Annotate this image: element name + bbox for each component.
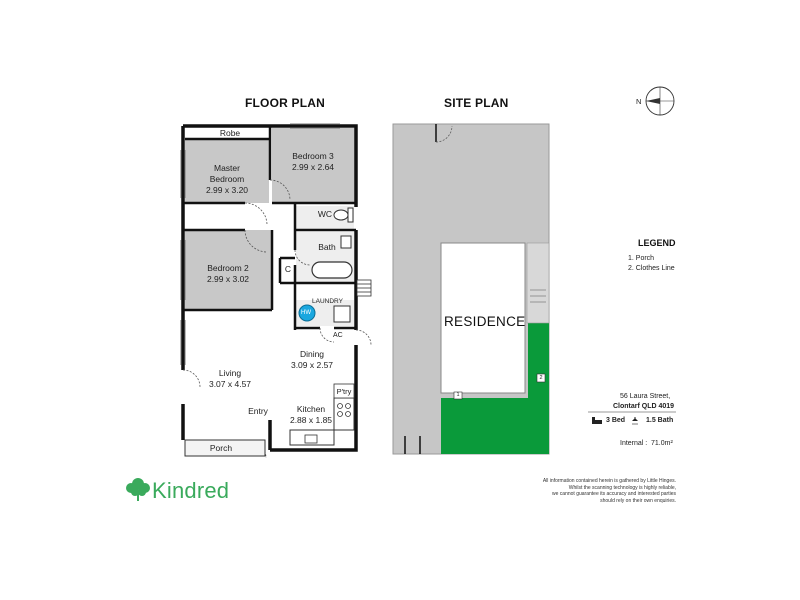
side-strip <box>526 242 550 324</box>
legend-item-1: 1. Porch <box>628 255 655 262</box>
master-bedroom-name: Master <box>214 163 240 173</box>
pantry-label: P'try <box>336 387 352 396</box>
laundry-label: LAUNDRY <box>312 298 343 305</box>
residence-label: RESIDENCE <box>444 314 526 329</box>
bath-count: 1.5 Bath <box>646 417 674 424</box>
disclaimer-line-3: we cannot guarantee its accuracy and int… <box>552 491 676 497</box>
disclaimer: All information contained herein is gath… <box>520 478 676 504</box>
legend-item-2: 2. Clothes Line <box>628 265 675 272</box>
cupboard-label: C <box>284 264 292 274</box>
wall-top-right <box>272 124 358 207</box>
shower-icon <box>632 417 638 425</box>
disclaimer-line-1: All information contained herein is gath… <box>542 478 676 484</box>
bed-count: 3 Bed <box>606 417 626 424</box>
bedroom-3-dims: 2.99 x 2.64 <box>291 162 335 172</box>
living-label: Living 3.07 x 4.57 <box>200 368 260 390</box>
ac-label: AC <box>333 332 343 339</box>
compass-icon <box>645 86 675 116</box>
wc-label: WC <box>317 209 333 219</box>
entry-label: Entry <box>248 406 268 416</box>
bedroom-3-label: Bedroom 3 2.99 x 2.64 <box>280 151 346 173</box>
wall-right-lower <box>270 345 358 452</box>
internal-area-value: 71.0m² <box>651 440 673 447</box>
bedroom-2-name: Bedroom 2 <box>207 263 249 273</box>
dining-dims: 3.09 x 2.57 <box>290 360 334 370</box>
living-name: Living <box>218 368 242 378</box>
address-line-2: Clontarf QLD 4019 <box>613 403 675 410</box>
floor-plan-heading: FLOOR PLAN <box>245 96 325 110</box>
master-bedroom-fill <box>185 139 269 203</box>
robe-label: Robe <box>219 128 241 138</box>
compass-north-label: N <box>636 97 642 106</box>
residence-footprint <box>440 242 526 394</box>
yard-grass <box>441 323 549 454</box>
marker-2-box <box>536 373 546 383</box>
dining-label: Dining 3.09 x 2.57 <box>284 349 340 371</box>
disclaimer-line-4: should rely on their own enquiries. <box>600 497 676 504</box>
bedroom-2-label: Bedroom 2 2.99 x 3.02 <box>195 263 261 285</box>
master-bedroom-name2: Bedroom <box>209 174 245 184</box>
legend-title: LEGEND <box>638 238 676 248</box>
porch-label: Porch <box>209 443 233 453</box>
master-bedroom-label: Master Bedroom 2.99 x 3.20 <box>195 163 259 196</box>
internal-area-label: Internal : <box>620 440 648 447</box>
marker-1-label: 1 <box>456 392 460 398</box>
address-line-1: 56 Laura Street, <box>620 393 671 400</box>
bedroom-3-fill <box>272 128 355 203</box>
bedroom-2-fill <box>185 230 272 310</box>
bed-icon <box>592 417 602 424</box>
kitchen-label: Kitchen 2.88 x 1.85 <box>286 404 336 426</box>
kindred-tree-icon <box>126 478 150 501</box>
hw-label: HW <box>301 310 311 316</box>
bedroom-2-dims: 2.99 x 3.02 <box>206 274 250 284</box>
marker-1-box <box>453 391 463 400</box>
dining-name: Dining <box>299 349 325 359</box>
kitchen-name: Kitchen <box>296 404 326 414</box>
kindred-logo-text: Kindred <box>152 478 230 503</box>
site-plan-heading: SITE PLAN <box>444 96 509 110</box>
master-bedroom-dims: 2.99 x 3.20 <box>205 185 249 195</box>
bath-label: Bath <box>318 242 336 252</box>
kitchen-dims: 2.88 x 1.85 <box>289 415 333 425</box>
disclaimer-line-2: Whilst the scanning technology is highly… <box>568 484 676 491</box>
marker-2-label: 2 <box>539 375 543 381</box>
bedroom-3-name: Bedroom 3 <box>292 151 334 161</box>
living-dims: 3.07 x 4.57 <box>208 379 252 389</box>
